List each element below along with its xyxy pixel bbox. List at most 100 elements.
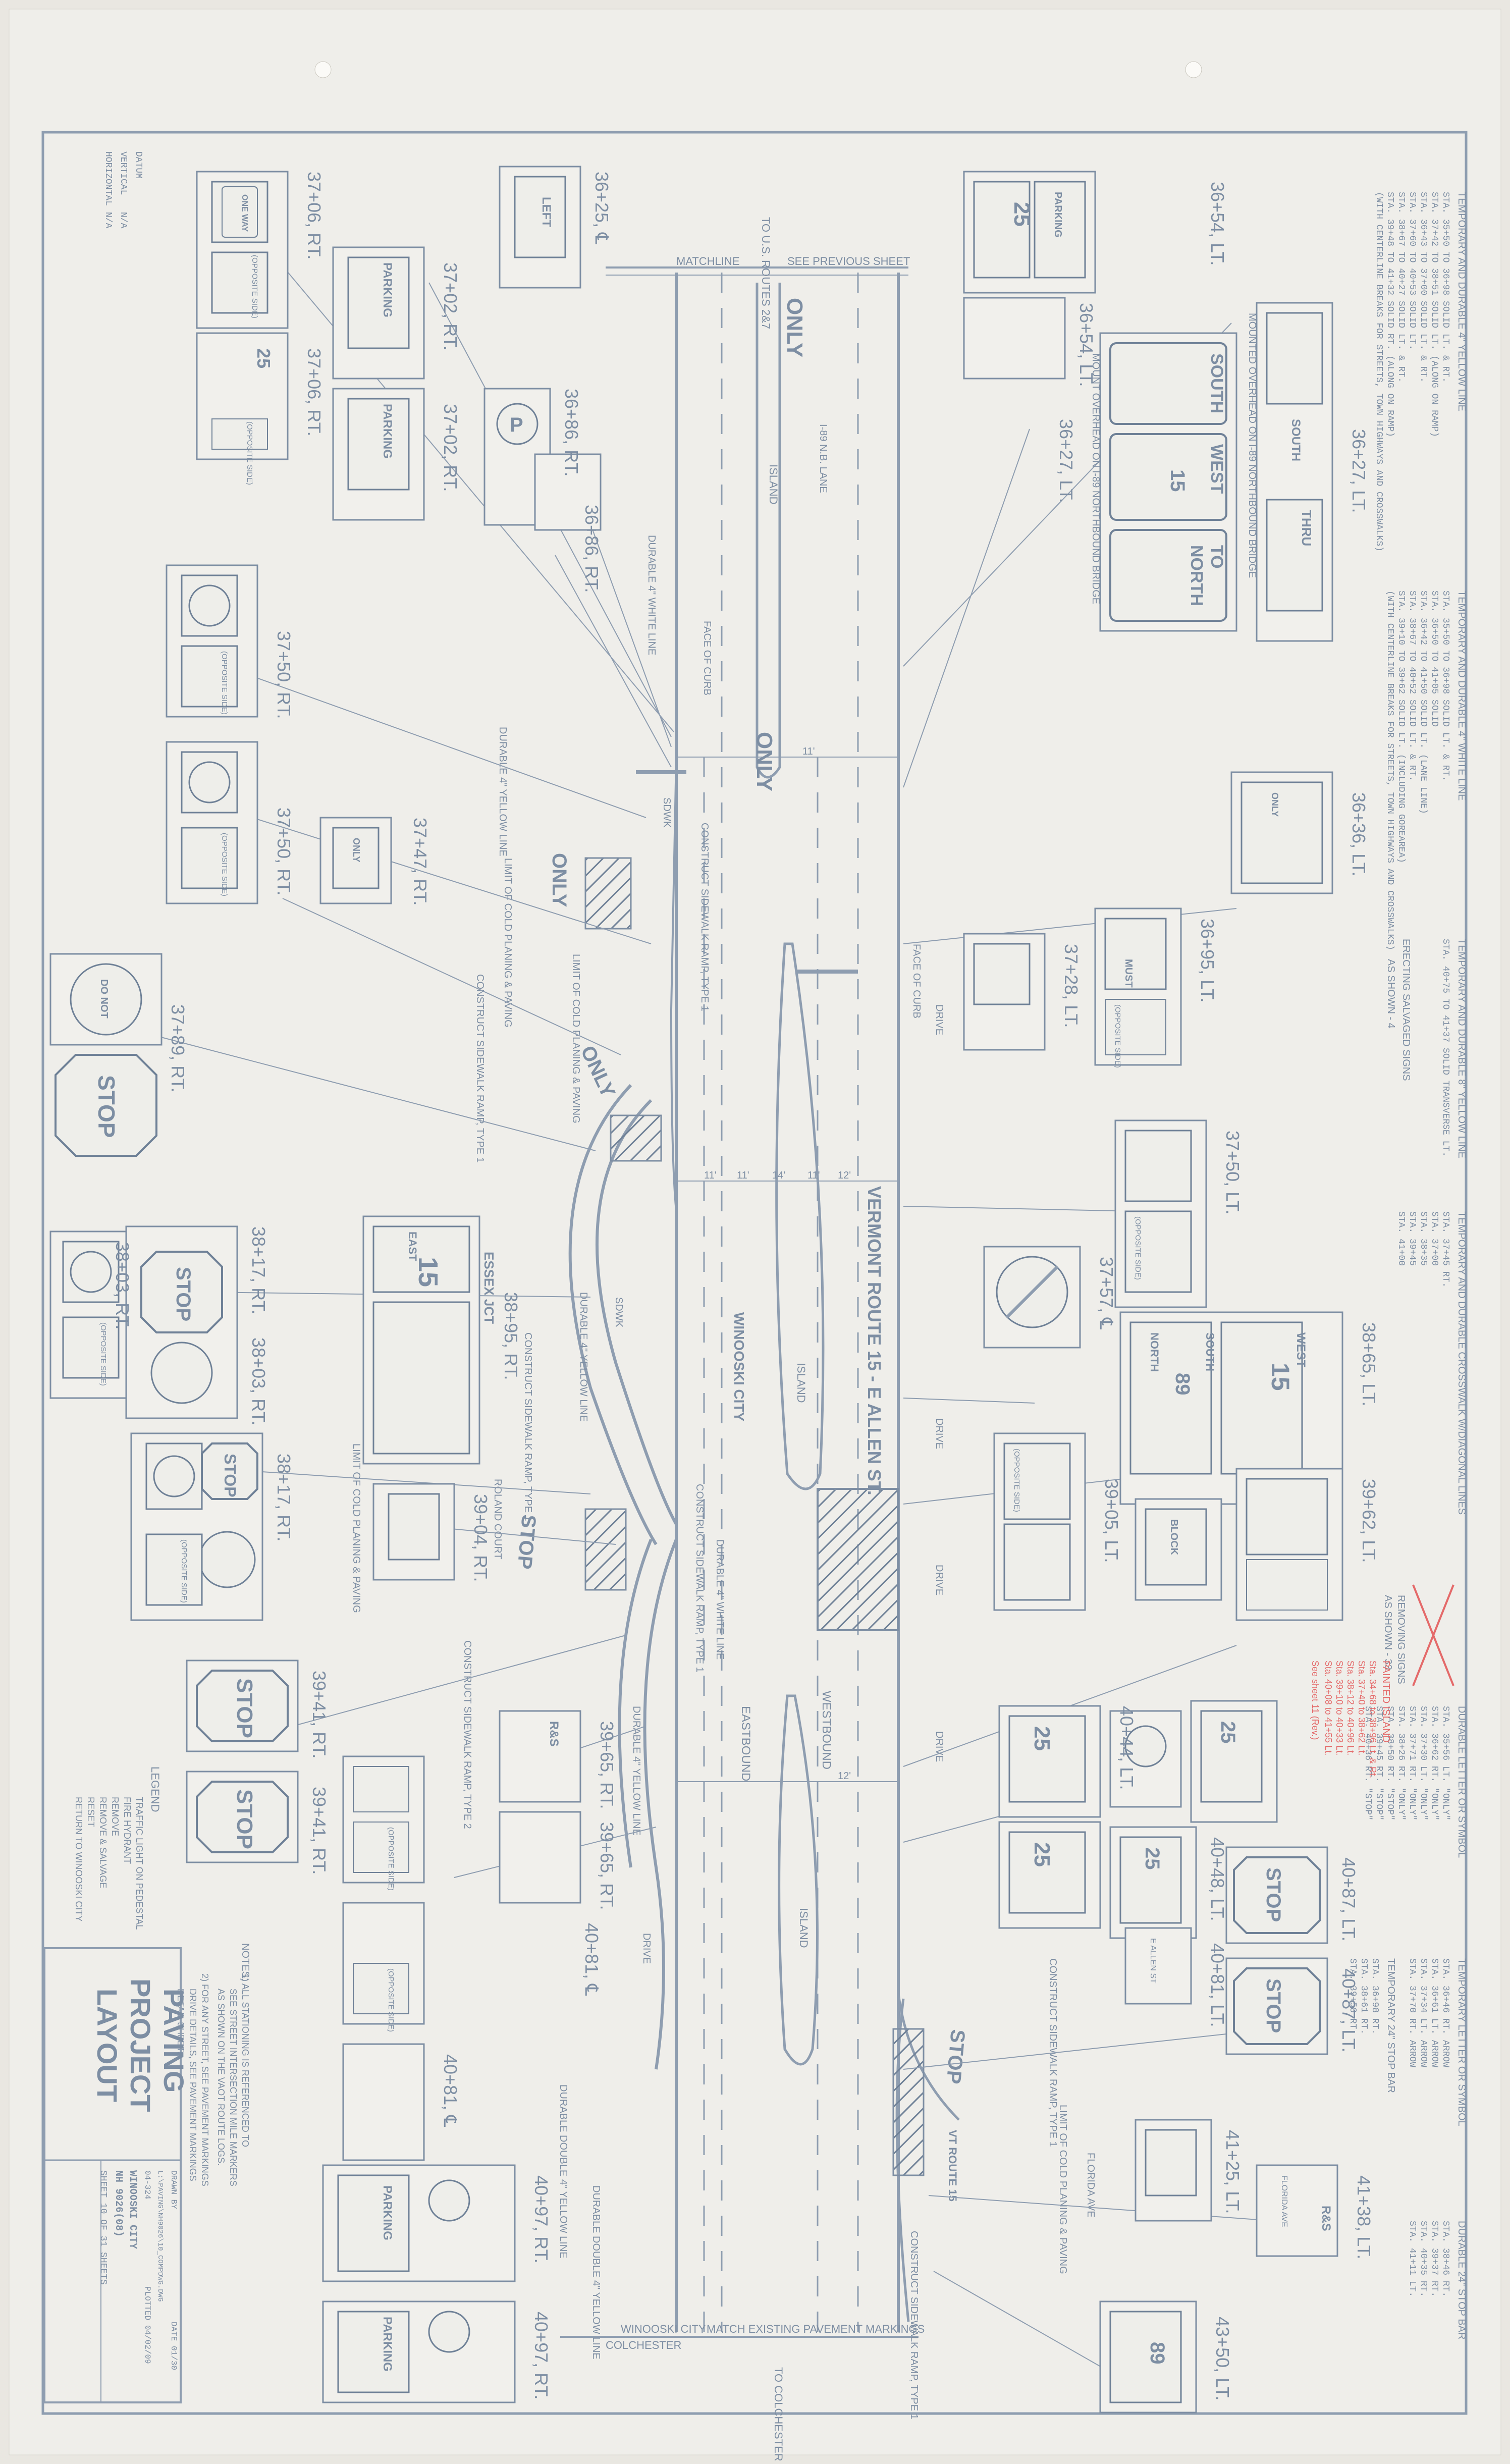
opposite-side-4: (OPPOSITE SIDE) xyxy=(220,833,229,896)
station-3695lt: 36+95, LT. xyxy=(1197,919,1218,1002)
stop-bar-row-4: STA. 41+11 LT. xyxy=(1407,2221,1417,2297)
overhead-note: MOUNT OVERHEAD ON I-89 NORTHBOUND BRIDGE xyxy=(1090,353,1101,604)
lane-width-row: 11' 11' 14' 11' 12' 11' 12' xyxy=(704,746,851,1782)
station-3941rt-b: 39+41, RT. xyxy=(309,1787,330,1874)
station-4125lt: 41+25, LT. xyxy=(1222,2130,1243,2214)
callout-drive-2: DRIVE xyxy=(934,1418,945,1449)
letter-row-4: STA. 37+71 RT. "ONLY" xyxy=(1407,1706,1417,1820)
datum-label: DATUM xyxy=(133,151,143,179)
sign-group-3817rt: STOP (OPPOSITE SIDE) 38+17, RT. xyxy=(130,1432,294,1621)
stop-bar-row-2: STA. 39+37 RT. xyxy=(1429,2221,1439,2297)
callout-construct-ramp-2: CONSTRUCT SIDEWALK RAMP, TYPE 1 xyxy=(474,974,486,1163)
red-row-5: Sta. 40+08 to 41+55 Lt. xyxy=(1323,1660,1333,1755)
stop-sign-6: STOP xyxy=(1262,1867,1284,1922)
sign-group-3941rt: STOP STOP 39+41, RT. 39+41, RT. xyxy=(186,1659,330,1874)
left-signs: ONE WAY (OPPOSITE SIDE) 25 (OPPOSITE SID… xyxy=(49,166,617,2403)
sign-group-3904rt: 39+04, RT. xyxy=(372,1483,491,1582)
match-existing-label: MATCH EXISTING PAVEMENT MARKINGS xyxy=(707,2323,925,2335)
callout-durable-white-1: DURABLE 4" WHITE LINE xyxy=(646,535,657,655)
station-3627lt-b: 36+27, LT. xyxy=(1349,429,1369,513)
opposite-side-10: (OPPOSITE SIDE) xyxy=(1134,1216,1142,1280)
crosswalk-row-5: STA. 41+00 xyxy=(1396,1211,1406,1266)
callout-durable-yellow-2: DURABLE 4" YELLOW LINE xyxy=(578,1292,589,1422)
sign-group-3750lt: (OPPOSITE SIDE) 37+50, LT. xyxy=(1114,1119,1243,1308)
sign-group-3728lt: 37+28, LT. xyxy=(963,933,1082,1051)
lane-width-1: 11' xyxy=(704,1170,717,1181)
pavement-marking-notes: TEMPORARY AND DURABLE 4" YELLOW LINE STA… xyxy=(1310,192,1467,2339)
winooski-city-line: WINOOSKI CITY xyxy=(621,2323,706,2335)
station-4097rt-b: 40+97, RT. xyxy=(531,2312,552,2399)
station-3728lt: 37+28, LT. xyxy=(1061,944,1082,1028)
yellow-row-5: STA. 38+67 TO 40+27 SOLID LT. & RT. xyxy=(1396,192,1406,383)
station-4097rt-a: 40+97, RT. xyxy=(531,2175,552,2263)
opposite-side-6: (OPPOSITE SIDE) xyxy=(180,1539,188,1603)
crosswalk-row-1: STA. 37+45 RT. xyxy=(1440,1211,1450,1288)
station-3702rt-a: 37+02, RT. xyxy=(440,262,461,350)
yellow-heading: TEMPORARY AND DURABLE 4" YELLOW LINE xyxy=(1456,192,1467,411)
station-3750lt: 37+50, LT. xyxy=(1222,1131,1243,1214)
sign-group-3625cl: LEFT 36+25, ℄ xyxy=(499,166,612,289)
letter-row-1: STA. 35+56 LT. "ONLY" xyxy=(1440,1706,1450,1820)
callout-sdwk-2: SDWK xyxy=(613,1297,624,1328)
removing-notes: REMOVING SIGNS AS SHOWN - 33 xyxy=(1382,1595,1407,1684)
station-3965rt-b: 39+65, RT. xyxy=(597,1822,617,1910)
yellow8-notes: TEMPORARY AND DURABLE 8" YELLOW LINE STA… xyxy=(1385,939,1467,1158)
temp-letter-row-2: STA. 36+61 LT. ARROW xyxy=(1429,1958,1439,2067)
horizontal-value: N/A xyxy=(103,212,113,229)
notes-row-1: 1) ALL STATIONING IS REFERENCED TO xyxy=(240,1973,250,2147)
date-label: DATE 01/30 xyxy=(169,2322,178,2370)
station-4081cl-b: 40+81, ℄ xyxy=(440,2054,461,2127)
title-line-2: PROJECT xyxy=(125,1978,156,2112)
legend-block: LEGEND TRAFFIC LIGHT ON PEDESTAL FIRE HY… xyxy=(74,1766,161,1930)
only-sign-2: ONLY xyxy=(1270,792,1280,817)
route89-text-2: 89 xyxy=(1146,2342,1168,2365)
plotted: PLOTTED 04/02/09 xyxy=(143,2286,152,2364)
legend-item-2: FIRE HYDRANT xyxy=(122,1797,132,1864)
white-row-3: STA. 36+42 TO 41+50 SOLID LT. (LANE LINE… xyxy=(1418,591,1428,814)
white-line-notes: TEMPORARY AND DURABLE 4" WHITE LINE STA.… xyxy=(1385,591,1467,950)
title-block: PAVING PROJECT LAYOUT DRAWN BY DATE 01/3… xyxy=(43,1947,190,2403)
stop-bar-notes: DURABLE 24" STOP BAR STA. 38+46 RT. STA.… xyxy=(1407,2221,1467,2339)
lane-width-6: 11' xyxy=(802,746,815,757)
sheet-label: SHEET 10 OF 31 SHEETS xyxy=(98,2170,108,2285)
to-text-1: TO xyxy=(1207,545,1226,569)
white-row-1: STA. 35+50 TO 36+98 SOLID LT. & RT. xyxy=(1440,591,1450,781)
sign-group-3803rt: (OPPOSITE SIDE) STOP 38+03, RT. 38+03, R… xyxy=(49,1225,269,1425)
sign-group-3895rt: EAST 15 ESSEX JCT 38+95, RT. xyxy=(362,1215,521,1465)
callout-face-of-curb-2: FACE OF CURB xyxy=(911,944,922,1019)
notes-block: NOTES: 1) ALL STATIONING IS REFERENCED T… xyxy=(176,1943,251,2186)
letter-row-7: STA. 39+45 RT. "STOP" xyxy=(1374,1706,1384,1820)
callout-durable-yellow-3: DURABLE 4" YELLOW LINE xyxy=(631,1706,642,1836)
callout-construct-ramp-5: CONSTRUCT SIDEWALK RAMP, TYPE 2 xyxy=(462,1640,473,1829)
essex-jct-text: ESSEX JCT xyxy=(481,1252,497,1324)
temp-letter-row-3: STA. 37+34 LT. ARROW xyxy=(1418,1958,1428,2067)
callout-limit-cold-1: LIMIT OF COLD PLANING & PAVING xyxy=(502,858,513,1028)
no-parking-text-1: PARKING xyxy=(381,262,394,317)
stop-sign-4: STOP xyxy=(232,1678,257,1738)
no-parking-text-2: PARKING xyxy=(381,404,394,459)
stop-sign-2: STOP xyxy=(172,1267,194,1321)
lane-width-5: 12' xyxy=(838,1170,851,1181)
callout-construct-ramp-1: CONSTRUCT SIDEWALK RAMP, TYPE 1 xyxy=(699,823,710,1011)
project-no: NH 9026(08) xyxy=(113,2170,124,2237)
sign-group-4081cl: (OPPOSITE SIDE) 40+81, ℄ 40+81, ℄ xyxy=(342,1902,602,2161)
sign-group-overhead: SOUTH WEST 15 TO NORTH MOUNT OVERHEAD ON… xyxy=(1056,332,1237,632)
notes-row-3: AS SHOWN ON THE VAOT ROUTE LOGS. xyxy=(216,1989,226,2166)
crosswalk-row-2: STA. 37+00 xyxy=(1429,1211,1439,1266)
station-3702rt-b: 37+02, RT. xyxy=(440,404,461,492)
notes-row-2: SEE STREET INTERSECTION MILE MARKERS xyxy=(228,1989,238,2186)
station-3962lt: 39+62, LT. xyxy=(1359,1479,1379,1563)
red-row-1: Sta. 34+68 to 38+96 Lt. & Rt. xyxy=(1368,1660,1378,1778)
crosswalk-notes: TEMPORARY AND DURABLE CROSSWALK W/DIAGON… xyxy=(1396,1211,1467,1515)
white-row-2: STA. 36+50 TO 41+05 SOLID xyxy=(1429,591,1439,727)
station-3905lt: 39+05, LT. xyxy=(1101,1479,1122,1563)
opposite-side-3: (OPPOSITE SIDE) xyxy=(220,651,229,715)
e-allen-text-1: E ALLEN ST xyxy=(1149,1938,1157,1984)
station-3627lt-a: 36+27, LT. xyxy=(1056,419,1076,503)
no-parking-text-3: PARKING xyxy=(381,2185,394,2240)
svg-text:P: P xyxy=(510,414,523,436)
sign-group-3962lt: 39+62, LT. xyxy=(1235,1468,1379,1621)
route15-text-1: 15 xyxy=(413,1257,443,1287)
florida-ave-sign: FLORIDA AVE xyxy=(1280,2175,1288,2227)
opposite-side-5: (OPPOSITE SIDE) xyxy=(99,1322,107,1386)
